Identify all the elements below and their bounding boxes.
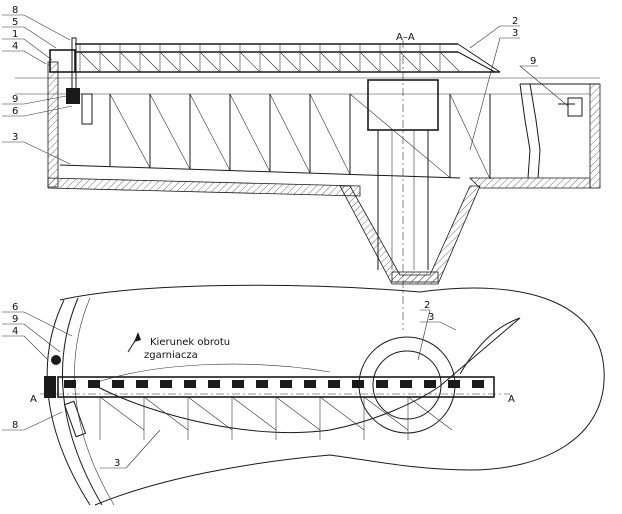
section-callouts: 8 5 1 4 9 6 3 2 3 9: [2, 5, 569, 165]
callout-p9: 9: [12, 314, 18, 325]
callout-s9: 9: [12, 94, 18, 105]
plan-view: A A Kierunek obrotu zgarniacza 6 9 4 8 3…: [2, 284, 605, 506]
tank-structure: [47, 61, 601, 285]
central-column: [367, 40, 439, 330]
callout-s9r: 9: [530, 56, 536, 67]
rotation-direction: Kierunek obrotu zgarniacza: [127, 332, 230, 361]
callout-p2: 2: [424, 300, 430, 311]
scraper-arm: [59, 93, 491, 180]
bridge-plan: [57, 376, 495, 440]
callout-p3: 3: [114, 458, 120, 469]
section-title: A–A: [396, 32, 415, 43]
callout-s6: 6: [12, 106, 18, 117]
callout-s2r: 2: [512, 16, 518, 27]
section-marker-left: A: [30, 394, 37, 405]
callout-s4: 4: [12, 41, 18, 52]
callout-p8: 8: [12, 420, 18, 431]
drive-unit-plan: [44, 355, 87, 438]
callout-s3: 3: [12, 132, 18, 143]
scum-box: [558, 97, 583, 117]
callout-s5: 5: [12, 17, 18, 28]
callout-s1: 1: [12, 29, 18, 40]
callout-s8: 8: [12, 5, 18, 16]
callout-p3r: 3: [428, 312, 434, 323]
section-view: A–A 8 5 1 4 9 6 3 2 3 9: [2, 5, 601, 330]
callout-p6: 6: [12, 302, 18, 313]
rotation-label-line1: Kierunek obrotu: [150, 337, 230, 348]
callout-p4: 4: [12, 326, 18, 337]
tank-outline: [59, 284, 605, 506]
callout-s3r: 3: [512, 28, 518, 39]
rotation-label-line2: zgarniacza: [144, 350, 198, 361]
bridge-truss: [75, 43, 501, 73]
plan-callouts: 6 9 4 8 3 2 3: [2, 300, 457, 469]
scraper-plan-outline: [91, 383, 441, 434]
drive-unit: [49, 37, 93, 125]
section-marker-right: A: [508, 394, 515, 405]
